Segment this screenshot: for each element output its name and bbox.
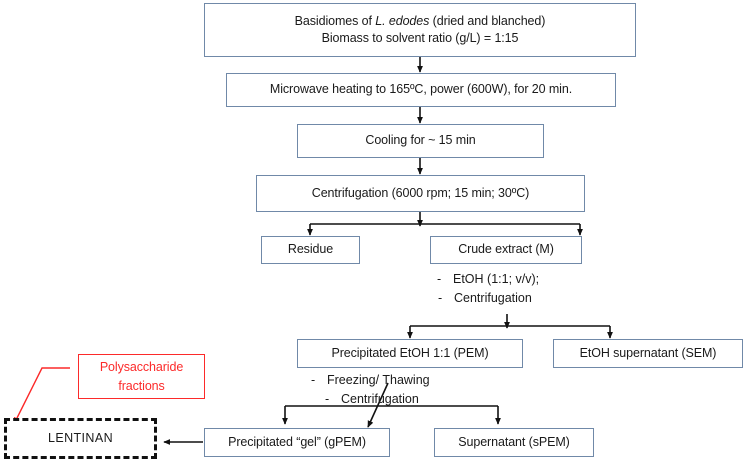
node-sem[interactable]: EtOH supernatant (SEM) xyxy=(553,339,743,368)
annotation-ethanol-step: -EtOH (1:1; v/v); -Centrifugation xyxy=(437,270,539,309)
node-crude-extract[interactable]: Crude extract (M) xyxy=(430,236,582,264)
node-lentinan-label: LENTINAN xyxy=(47,430,114,445)
bullet-dash-icon: - xyxy=(311,373,316,387)
annotation-freeze-step: -Freezing/ Thawing -Centrifugation xyxy=(311,371,430,410)
node-cooling-label: Cooling for ~ 15 min xyxy=(365,133,476,148)
node-crude-extract-label: Crude extract (M) xyxy=(458,242,554,257)
node-basidiomes[interactable]: Basidiomes of L. edodes (dried and blanc… xyxy=(204,3,636,57)
bullet-dash-icon: - xyxy=(437,272,442,286)
node-pem-label: Precipitated EtOH 1:1 (PEM) xyxy=(331,345,489,360)
node-residue-label: Residue xyxy=(287,242,334,257)
callout-polysaccharide-fractions[interactable]: Polysaccharide fractions xyxy=(78,354,205,399)
node-sem-label: EtOH supernatant (SEM) xyxy=(579,345,717,360)
node-pem[interactable]: Precipitated EtOH 1:1 (PEM) xyxy=(297,339,523,368)
wire-callout-leader xyxy=(13,367,70,425)
node-spem[interactable]: Supernatant (sPEM) xyxy=(434,428,594,457)
node-spem-label: Supernatant (sPEM) xyxy=(458,434,570,449)
annotation-ethanol-item2: -Centrifugation xyxy=(438,289,539,308)
node-gpem-label: Precipitated “gel” (gPEM) xyxy=(228,434,366,449)
node-residue[interactable]: Residue xyxy=(261,236,360,264)
callout-line1: Polysaccharide xyxy=(99,359,184,374)
node-centrifugation[interactable]: Centrifugation (6000 rpm; 15 min; 30ºC) xyxy=(256,175,585,212)
annotation-freeze-item1: -Freezing/ Thawing xyxy=(311,371,430,390)
annotation-freeze-item2: -Centrifugation xyxy=(325,390,430,409)
bullet-dash-icon: - xyxy=(438,291,443,306)
node-cooling[interactable]: Cooling for ~ 15 min xyxy=(297,124,544,158)
callout-line2: fractions xyxy=(118,378,165,393)
bullet-dash-icon: - xyxy=(325,392,330,407)
node-gpem[interactable]: Precipitated “gel” (gPEM) xyxy=(204,428,390,457)
node-centrifugation-label: Centrifugation (6000 rpm; 15 min; 30ºC) xyxy=(311,185,530,200)
annotation-ethanol-item1: -EtOH (1:1; v/v); xyxy=(437,270,539,289)
node-microwave-heating[interactable]: Microwave heating to 165ºC, power (600W)… xyxy=(226,73,616,107)
node-microwave-label: Microwave heating to 165ºC, power (600W)… xyxy=(269,82,573,97)
node-basidiomes-line2: Biomass to solvent ratio (g/L) = 1:15 xyxy=(321,31,519,45)
node-basidiomes-line1: Basidiomes of L. edodes (dried and blanc… xyxy=(294,13,546,28)
node-lentinan[interactable]: LENTINAN xyxy=(4,418,157,459)
